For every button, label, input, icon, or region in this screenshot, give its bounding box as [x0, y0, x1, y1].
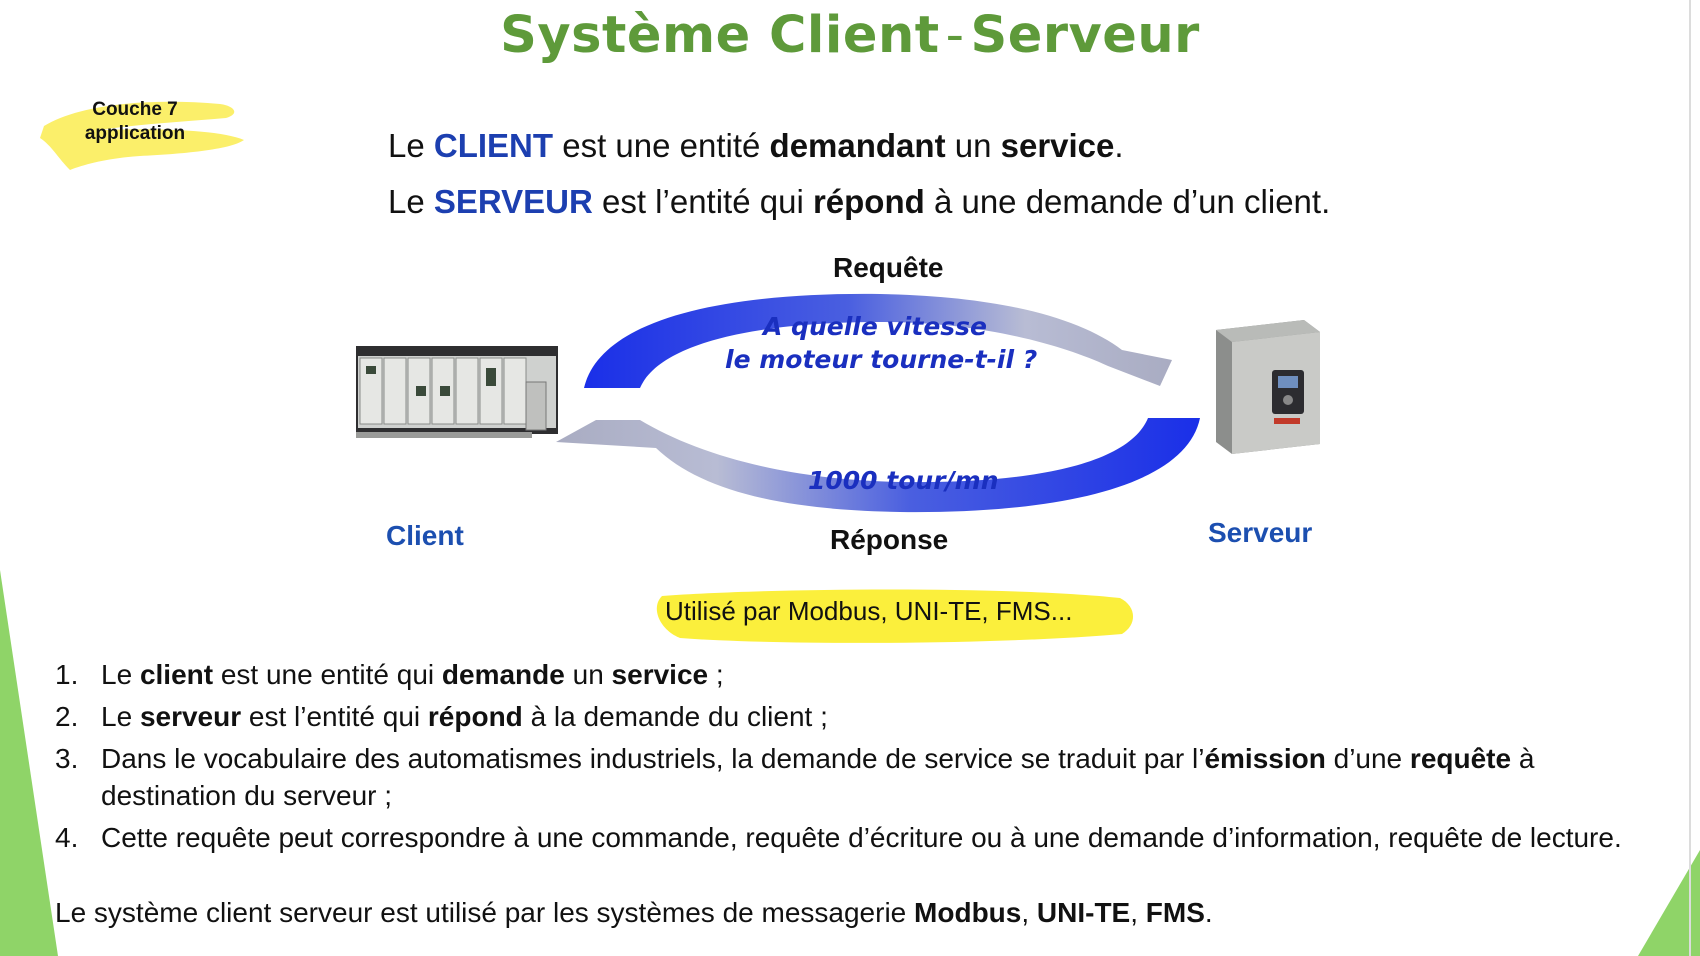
- summary-sentence: Le système client serveur est utilisé pa…: [55, 897, 1213, 929]
- list-text: ;: [708, 659, 724, 690]
- list-text: un: [564, 659, 612, 690]
- list-text: service: [611, 659, 709, 690]
- request-arrow: [584, 293, 1172, 388]
- list-text: serveur: [139, 701, 242, 732]
- slide-title: Système Client-Serveur: [500, 6, 1200, 65]
- server-definition: Le SERVEUR est l’entité qui répond à une…: [388, 183, 1331, 220]
- list-text: est une entité qui: [213, 659, 442, 690]
- layer-badge: Couche 7 application: [84, 99, 186, 144]
- list-text: Cette requête peut correspondre à une co…: [101, 822, 1622, 853]
- request-message: A quelle vitesse le moteur tourne-t-il ?: [725, 312, 1038, 374]
- summary-text: Le système client serveur est utilisé pa…: [55, 897, 915, 928]
- server-label: Serveur: [1208, 517, 1313, 548]
- summary-text: UNI-TE: [1036, 897, 1131, 928]
- badge-highlight: [40, 101, 244, 170]
- plc-client-device: [356, 346, 558, 438]
- list-item: 2. Le serveur est l’entité qui répond à l…: [55, 698, 1645, 735]
- list-text: à la demande du client ;: [522, 701, 828, 732]
- client-label: Client: [386, 520, 464, 551]
- list-item: 4. Cette requête peut correspondre à une …: [55, 819, 1645, 856]
- list-number: 2.: [55, 701, 79, 732]
- list-text: requête: [1409, 743, 1512, 774]
- summary-text: FMS: [1145, 897, 1205, 928]
- list-text: Dans le vocabulaire des automatismes ind…: [101, 743, 1205, 774]
- definitions: Le CLIENT est une entité demandant un se…: [388, 118, 1330, 230]
- list-number: 1.: [55, 659, 79, 690]
- summary-text: Modbus: [914, 897, 1022, 928]
- list-text: est l’entité qui: [241, 701, 428, 732]
- list-item: 3. Dans le vocabulaire des automatismes i…: [55, 740, 1645, 814]
- list-text: à destination du serveur ;: [101, 743, 1535, 811]
- drive-server-device: [1216, 320, 1320, 454]
- list-text: client: [139, 659, 214, 690]
- points-list: 1. Le client est une entité qui demande u…: [55, 656, 1645, 861]
- list-text: demande: [441, 659, 565, 690]
- response-label: Réponse: [830, 524, 949, 555]
- list-text: Le: [101, 659, 140, 690]
- list-text: émission: [1204, 743, 1326, 774]
- summary-text: ,: [1021, 897, 1037, 928]
- note-highlight: [656, 589, 1134, 643]
- list-item: 1. Le client est une entité qui demande u…: [55, 656, 1645, 693]
- list-number: 3.: [55, 743, 79, 774]
- response-message: 1000 tour/mn: [808, 466, 999, 495]
- client-definition: Le CLIENT est une entité demandant un se…: [388, 127, 1124, 164]
- summary-text: .: [1204, 897, 1213, 928]
- protocols-note: Utilisé par Modbus, UNI-TE, FMS...: [665, 596, 1073, 626]
- summary-text: ,: [1130, 897, 1146, 928]
- response-arrow: [556, 418, 1200, 513]
- list-number: 4.: [55, 822, 79, 853]
- list-text: répond: [427, 701, 523, 732]
- list-text: Le: [101, 701, 140, 732]
- list-text: d’une: [1325, 743, 1410, 774]
- request-label: Requête: [833, 252, 944, 283]
